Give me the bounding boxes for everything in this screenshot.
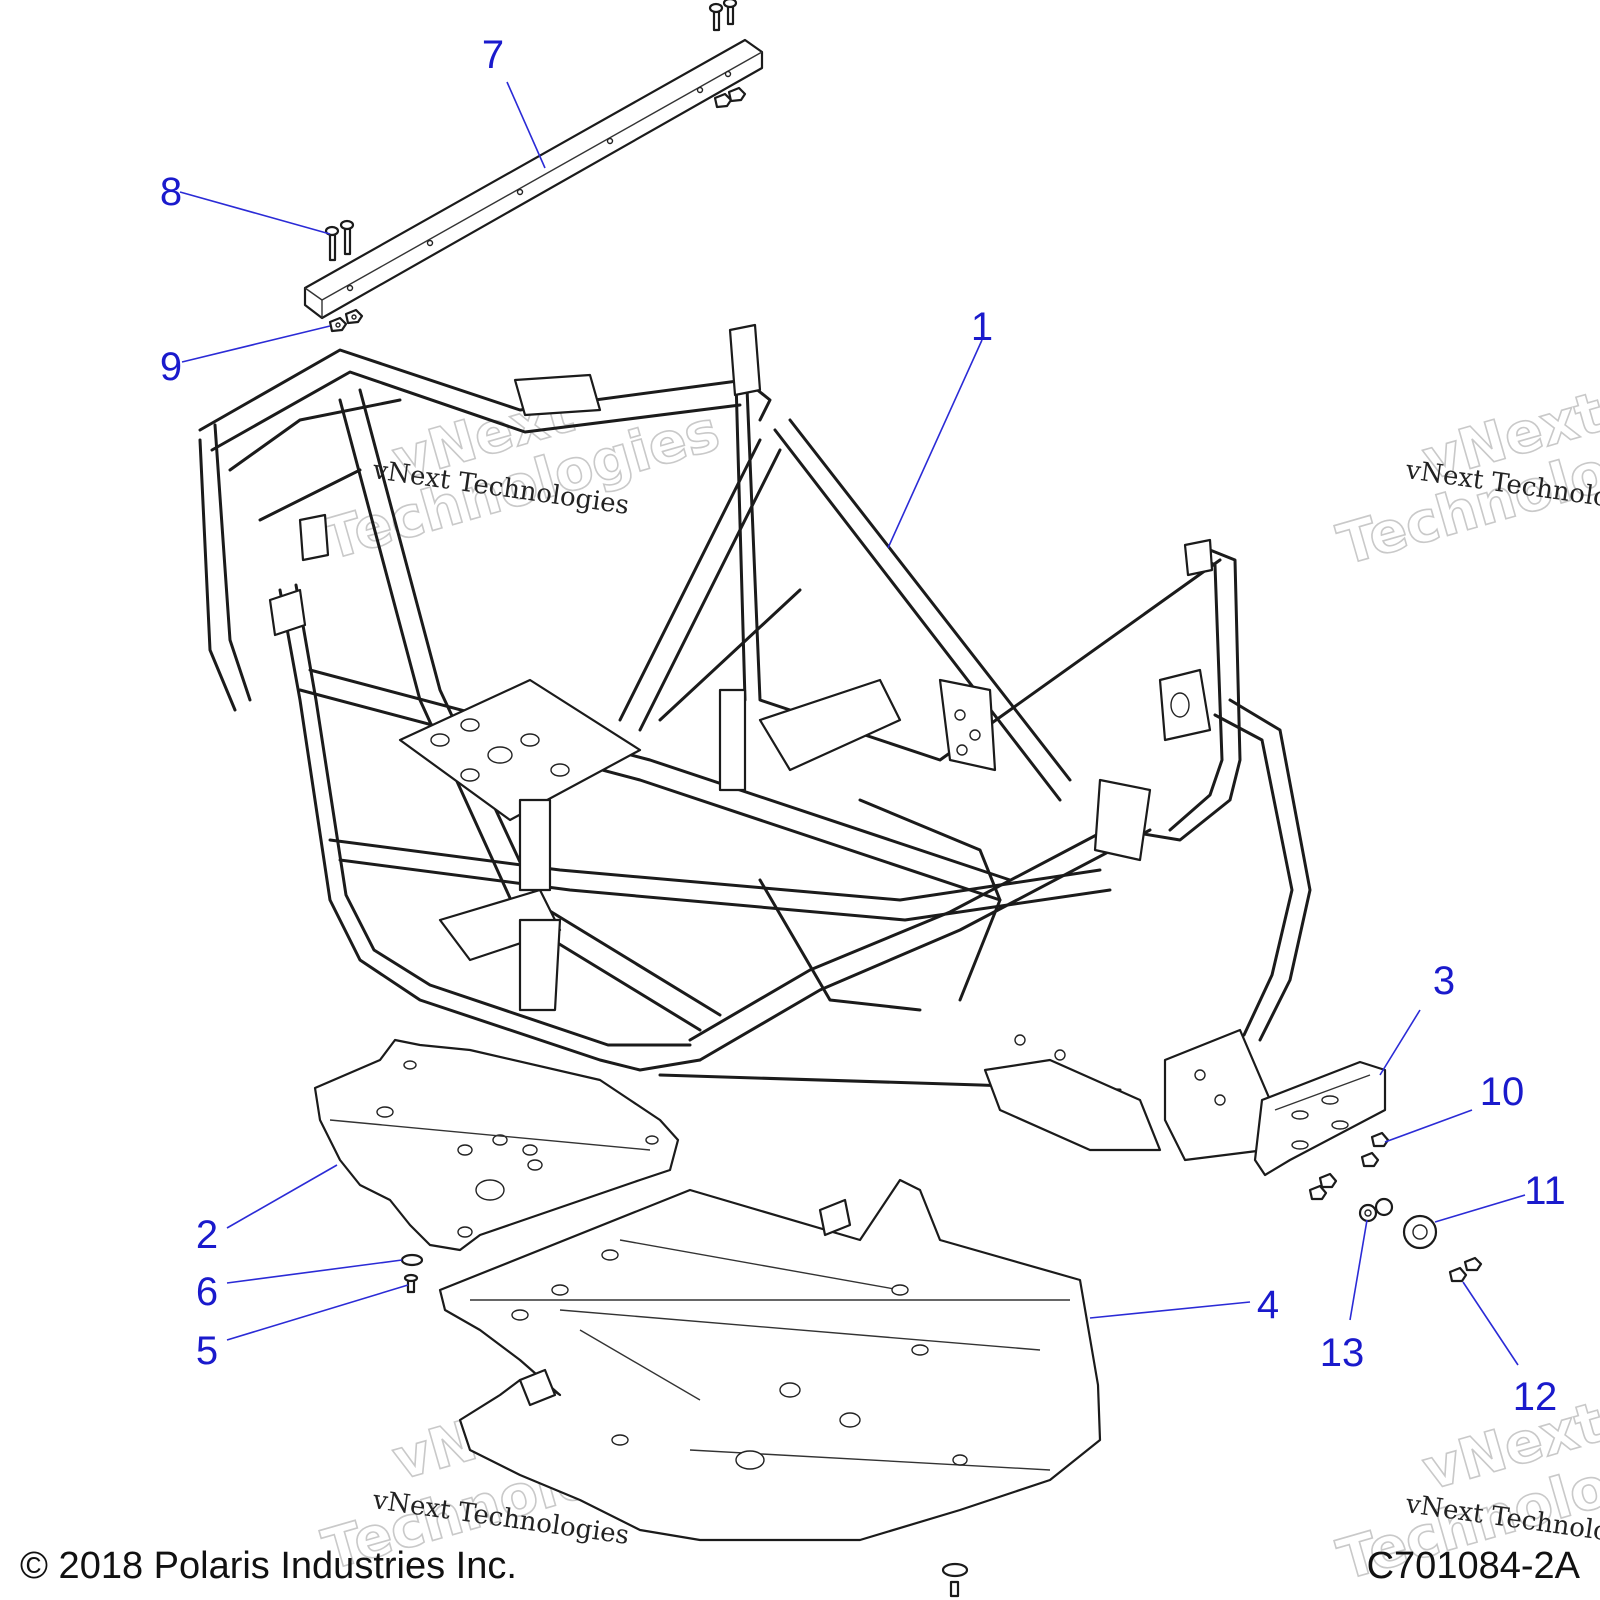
- callout-10: 10: [1480, 1070, 1525, 1114]
- part-9-nuts: [328, 86, 747, 333]
- copyright-text: © 2018 Polaris Industries Inc.: [20, 1545, 517, 1587]
- callout-8: 8: [160, 170, 182, 214]
- leader-8: [179, 191, 331, 235]
- callout-3: 3: [1433, 959, 1455, 1003]
- callout-12: 12: [1513, 1375, 1558, 1419]
- leader-9: [181, 325, 331, 363]
- part-4-main-skid-plate: [438, 1178, 1102, 1542]
- leader-2: [226, 1164, 338, 1229]
- part-3-front-plate: [1253, 1060, 1387, 1177]
- part-10-bolts: [1308, 1131, 1390, 1201]
- part-7-cross-bar: [303, 38, 764, 320]
- leader-4: [1089, 1301, 1251, 1319]
- callout-13: 13: [1320, 1331, 1365, 1375]
- leader-7: [506, 81, 546, 169]
- leader-12: [1462, 1281, 1519, 1366]
- callout-labels: 1 2 3 4 5 6 7 8 9 10 11 12 13: [160, 33, 1566, 1419]
- leader-10: [1384, 1109, 1473, 1143]
- leader-5: [226, 1284, 409, 1341]
- callout-2: 2: [196, 1213, 218, 1257]
- callout-4: 4: [1257, 1283, 1279, 1327]
- callout-7: 7: [482, 33, 504, 77]
- leader-1: [887, 339, 983, 549]
- callout-9: 9: [160, 345, 182, 389]
- leader-lines: [179, 81, 1526, 1366]
- leader-13: [1349, 1219, 1368, 1321]
- leader-11: [1434, 1194, 1526, 1223]
- part-13-nuts: [1358, 1197, 1394, 1223]
- part-2-rear-skid-plate: [313, 1038, 680, 1252]
- diagram-code: C701084-2A: [1367, 1545, 1581, 1587]
- callout-11: 11: [1524, 1169, 1566, 1213]
- callout-5: 5: [196, 1329, 218, 1373]
- part-12-screws: [1448, 1256, 1483, 1283]
- leader-3: [1379, 1009, 1421, 1076]
- leader-6: [226, 1259, 403, 1284]
- part-11-washer-plate: [1402, 1214, 1438, 1250]
- part-1-main-frame: [198, 323, 1312, 1162]
- part-8-bolts: [324, 0, 738, 262]
- callout-6: 6: [196, 1270, 218, 1314]
- callout-1: 1: [971, 305, 993, 349]
